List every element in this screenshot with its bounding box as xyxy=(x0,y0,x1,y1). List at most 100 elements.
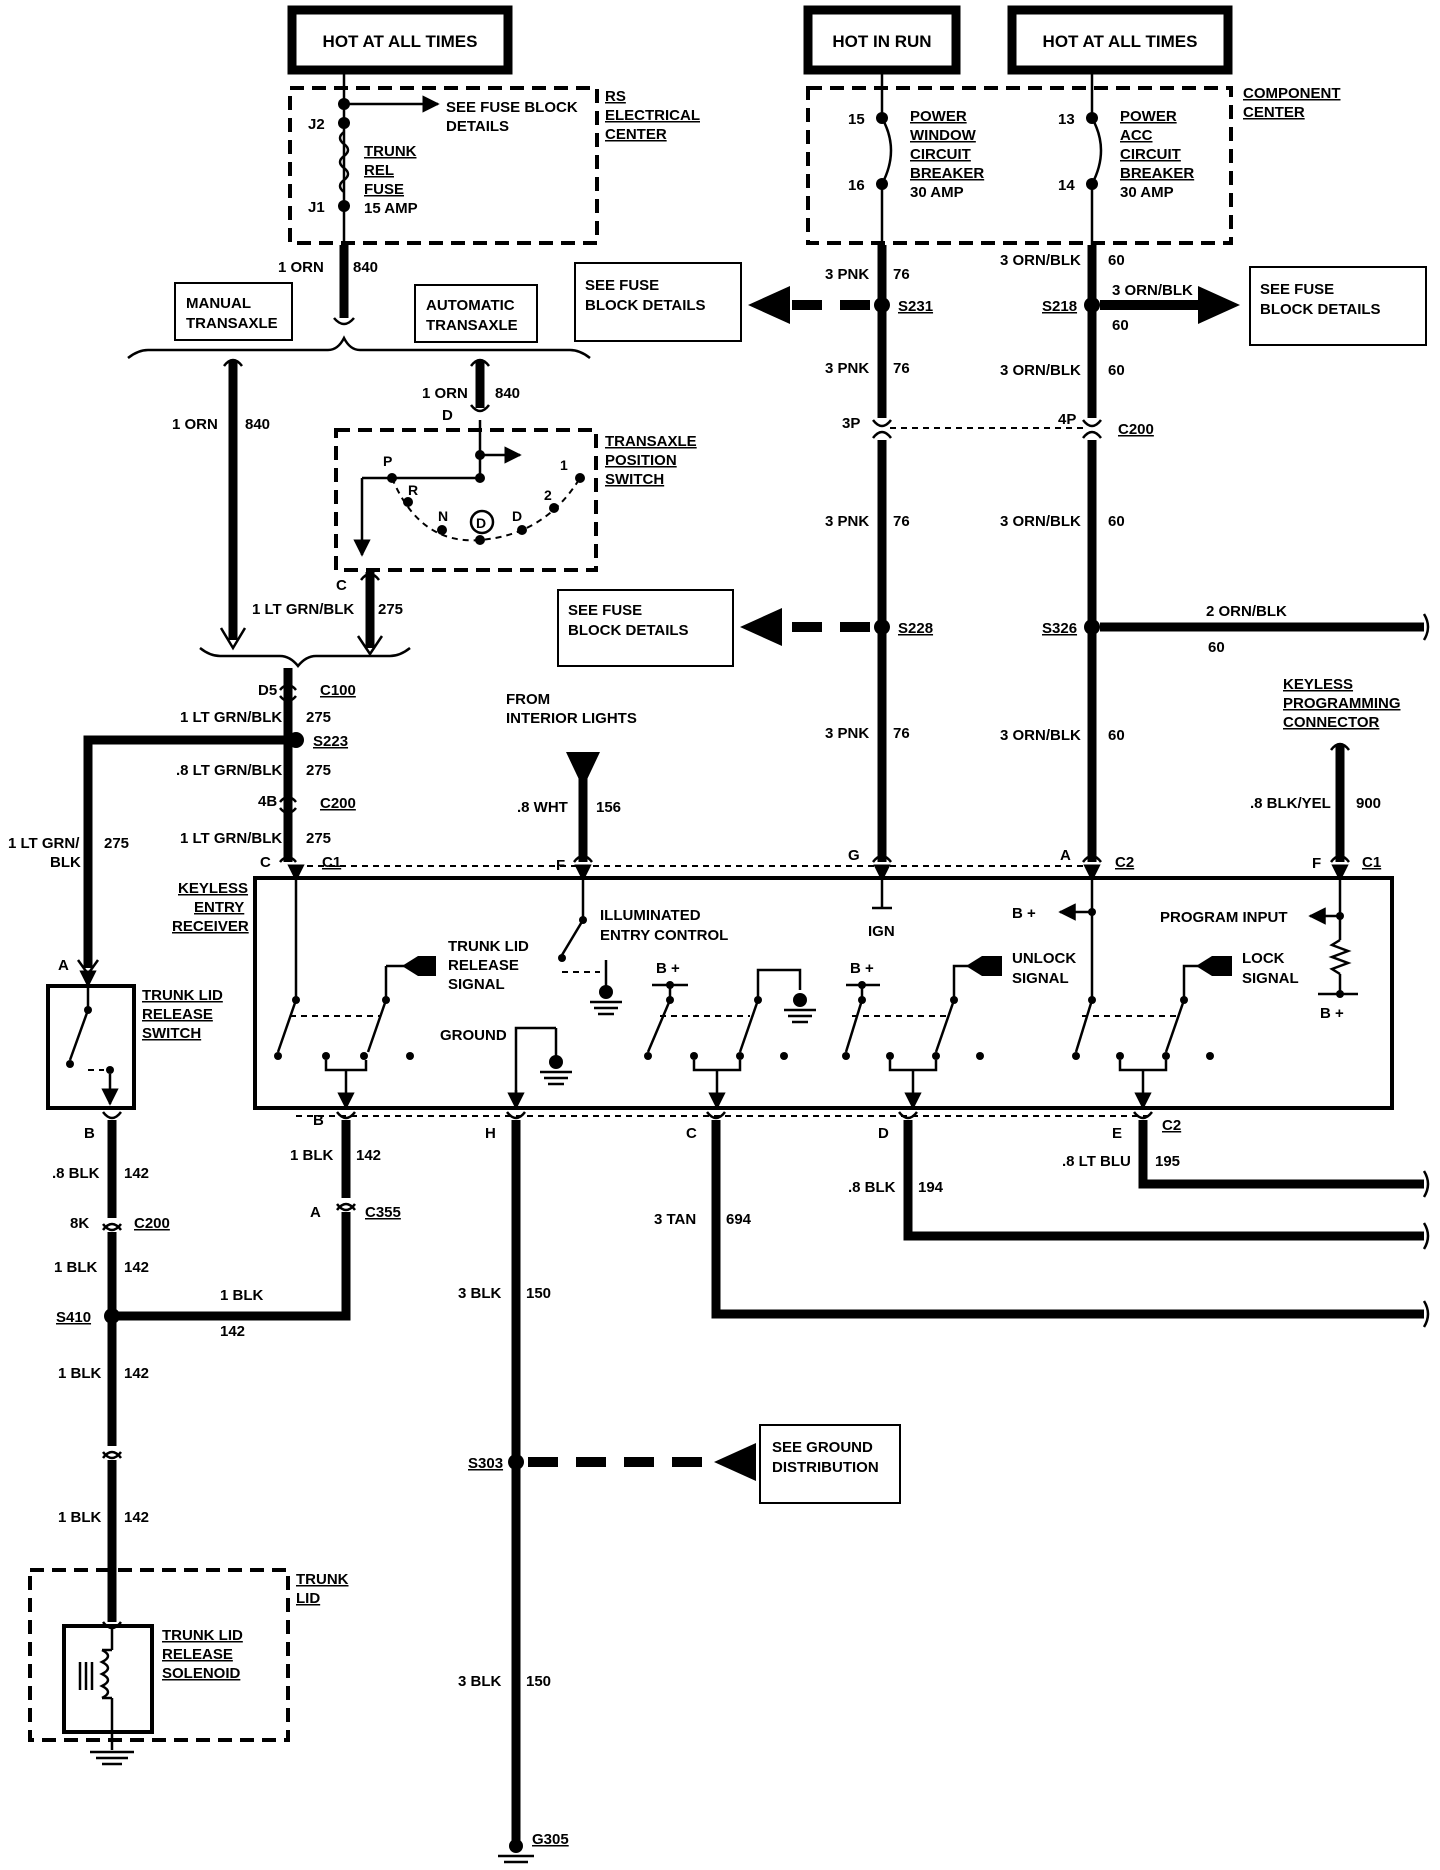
wire-circuit-142-s410: 142 xyxy=(220,1323,245,1340)
wire-label-3pnk-4: 3 PNK xyxy=(825,725,869,742)
pin-a-switch: A xyxy=(58,957,69,974)
bplus-label-4: B + xyxy=(1320,1005,1344,1022)
manual-transaxle-label: TRANSAXLE xyxy=(186,315,278,332)
component-center: COMPONENT CENTER 15 16 POWER WINDOW CIRC… xyxy=(806,70,1341,245)
wire-label-3pnk-2: 3 PNK xyxy=(825,360,869,377)
hot-in-run-box: HOT IN RUN xyxy=(803,5,961,75)
wire-label-ltgrnblk-tps: 1 LT GRN/BLK xyxy=(252,601,354,618)
pin-3p: 3P xyxy=(842,415,860,432)
see-fuse-block-box-2: SEE FUSE BLOCK DETAILS xyxy=(557,589,734,667)
wire-label-ltgrnblk-c100: 1 LT GRN/BLK xyxy=(180,709,282,726)
wire-label-ltgrnblk-c200: 1 LT GRN/BLK xyxy=(180,830,282,847)
tps-pos-d: D xyxy=(512,508,522,524)
solenoid-title-2: RELEASE xyxy=(162,1646,233,1663)
hot-at-all-times-left-label: HOT AT ALL TIMES xyxy=(323,32,478,51)
tps-pos-r: R xyxy=(408,482,418,498)
wire-circuit-76-1: 76 xyxy=(893,266,910,283)
pw-breaker-label-4: BREAKER xyxy=(910,165,984,182)
wire-label-3ornblk-1: 3 ORN/BLK xyxy=(1000,252,1081,269)
wire-circuit-142-a: 142 xyxy=(124,1259,149,1276)
rs-electrical-center: RS ELECTRICAL CENTER J2 J1 SEE FUSE BLOC… xyxy=(288,70,700,250)
wire-label-3ornblk-branch: 3 ORN/BLK xyxy=(1112,282,1193,299)
wire-label-3ornblk-2: 3 ORN/BLK xyxy=(1000,362,1081,379)
wire-circuit-840-manual: 840 xyxy=(245,416,270,433)
kpc-title: KEYLESS xyxy=(1283,676,1353,693)
splice-s326: S326 xyxy=(1042,620,1077,637)
pin-b-c2: B xyxy=(313,1112,324,1129)
wire-circuit-840-auto: 840 xyxy=(495,385,520,402)
trunk-lid-title-2: LID xyxy=(296,1590,320,1607)
wire-circuit-275-c200: 275 xyxy=(306,830,331,847)
manual-label: MANUAL xyxy=(186,295,251,312)
trunk-rel-fuse-rating: 15 AMP xyxy=(364,200,418,217)
wire-circuit-60-1: 60 xyxy=(1108,252,1125,269)
wire-label-3blk-2: 3 BLK xyxy=(458,1673,502,1690)
hot-at-all-times-right-label: HOT AT ALL TIMES xyxy=(1043,32,1198,51)
trunk-switch-title-2: RELEASE xyxy=(142,1006,213,1023)
pin-j2: J2 xyxy=(308,116,325,133)
wire-circuit-76-2: 76 xyxy=(893,360,910,377)
ign-label: IGN xyxy=(868,923,895,940)
wire-circuit-60-4: 60 xyxy=(1108,727,1125,744)
splice-s231: S231 xyxy=(898,298,933,315)
pin-4p: 4P xyxy=(1058,411,1076,428)
tps-pos-n: N xyxy=(438,508,448,524)
lock-signal-label: LOCK xyxy=(1242,950,1285,967)
from-label: FROM xyxy=(506,691,550,708)
tps-pos-d-circled: D xyxy=(476,515,486,531)
manual-transaxle-box: MANUAL TRANSAXLE xyxy=(174,282,293,341)
wire-label-3pnk-1: 3 PNK xyxy=(825,266,869,283)
automatic-transaxle-box: AUTOMATIC TRANSAXLE xyxy=(414,284,538,343)
wire-circuit-195: 195 xyxy=(1155,1153,1180,1170)
splice-s303: S303 xyxy=(468,1455,503,1472)
trunk-rel-fuse-label-3: FUSE xyxy=(364,181,404,198)
automatic-label: AUTOMATIC xyxy=(426,297,515,314)
wire-circuit-60-2: 60 xyxy=(1108,362,1125,379)
connector-c200-4b: C200 xyxy=(320,795,356,812)
trunk-lid-title: TRUNK xyxy=(296,1571,349,1588)
pw-breaker-rating: 30 AMP xyxy=(910,184,964,201)
wire-circuit-142-b: 142 xyxy=(124,1365,149,1382)
solenoid-title-3: SOLENOID xyxy=(162,1665,241,1682)
entry-control-label: ENTRY CONTROL xyxy=(600,927,728,944)
ground-label: GROUND xyxy=(440,1027,507,1044)
wire-circuit-150-1: 150 xyxy=(526,1285,551,1302)
pin-d-c2: D xyxy=(878,1125,889,1142)
tps-title: TRANSAXLE xyxy=(605,433,697,450)
wire-label-2ornblk: 2 ORN/BLK xyxy=(1206,603,1287,620)
rs-center-title: RS xyxy=(605,88,626,105)
transaxle-position-switch: TRANSAXLE POSITION SWITCH P R N D D 2 1 xyxy=(334,420,697,572)
wire-circuit-156: 156 xyxy=(596,799,621,816)
pin-f-c1-right: F xyxy=(1312,855,1321,872)
unlock-signal-label: UNLOCK xyxy=(1012,950,1076,967)
rs-center-title-3: CENTER xyxy=(605,126,667,143)
pin-c-c2: C xyxy=(686,1125,697,1142)
tps-pos-1: 1 xyxy=(560,457,568,473)
component-center-title: COMPONENT xyxy=(1243,85,1341,102)
pin-d5: D5 xyxy=(258,682,277,699)
wire-circuit-275-c100: 275 xyxy=(306,709,331,726)
keyless-entry-receiver: KEYLESS ENTRY RECEIVER TRUNK LID RELEASE… xyxy=(172,864,1394,1110)
splice-s410: S410 xyxy=(56,1309,91,1326)
wire-label-08ltgrnblk: .8 LT GRN/BLK xyxy=(176,762,283,779)
trunk-switch-title-3: SWITCH xyxy=(142,1025,201,1042)
pin-14: 14 xyxy=(1058,177,1075,194)
ground-g305: G305 xyxy=(532,1831,569,1848)
connector-c355: C355 xyxy=(365,1204,401,1221)
block-details-label-3: BLOCK DETAILS xyxy=(1260,301,1381,318)
wire-circuit-60-branch: 60 xyxy=(1112,317,1129,334)
wire-circuit-275-switch: 275 xyxy=(104,835,129,852)
receiver-title: KEYLESS xyxy=(178,880,248,897)
wire-circuit-194: 194 xyxy=(918,1179,944,1196)
connector-c200-4p: C200 xyxy=(1118,421,1154,438)
pin-c-c1: C xyxy=(260,854,271,871)
kpc-title-2: PROGRAMMING xyxy=(1283,695,1401,712)
pa-breaker-label-2: ACC xyxy=(1120,127,1153,144)
wire-label-blk-part: BLK xyxy=(50,854,81,871)
bplus-label-1: B + xyxy=(656,960,680,977)
ground-symbol-g305 xyxy=(498,1854,534,1864)
wire-label-1blk-b: 1 BLK xyxy=(58,1365,102,1382)
block-details-label-2: BLOCK DETAILS xyxy=(568,622,689,639)
trunk-lid-release-switch: TRUNK LID RELEASE SWITCH xyxy=(46,970,223,1110)
